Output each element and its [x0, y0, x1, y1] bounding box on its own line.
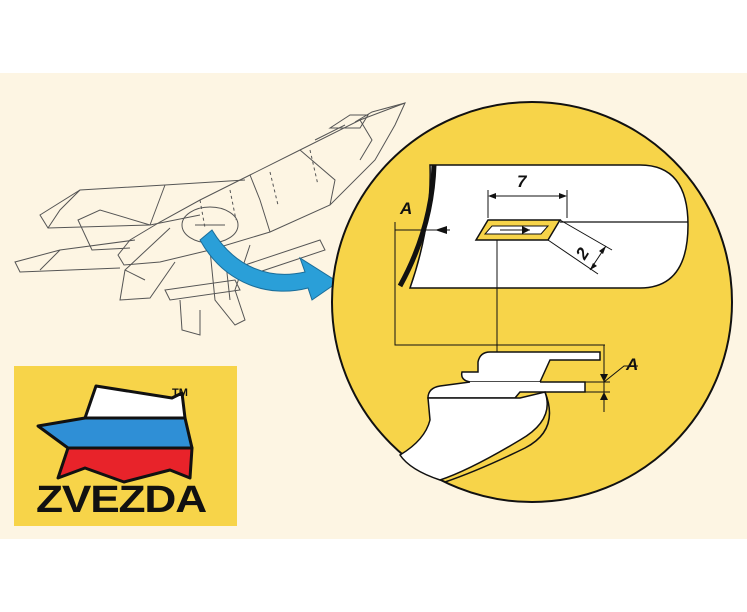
trademark-label: TM — [172, 387, 188, 399]
detail-drawing — [394, 164, 689, 483]
reference-label-upper: A — [399, 199, 412, 218]
brand-name: ZVEZDA — [36, 479, 207, 521]
flag-star-icon — [36, 384, 194, 484]
dimension-length-label: 7 — [517, 172, 528, 191]
zvezda-logo: TM ZVEZDA — [14, 366, 237, 526]
reference-label-lower: A — [625, 355, 638, 374]
detail-circle — [331, 101, 733, 503]
callout-arrow — [199, 229, 339, 301]
